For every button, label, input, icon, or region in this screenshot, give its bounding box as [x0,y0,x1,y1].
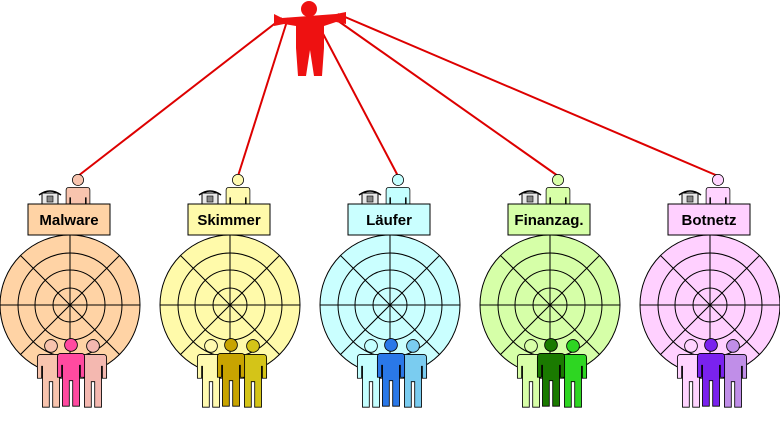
target-icon [479,234,621,376]
telephone-icon [38,190,62,205]
group-label-box [347,203,431,236]
groups: Malware Skimmer Läufer Finanzag. Botnetz [0,173,780,408]
group: Skimmer [159,173,301,408]
group-label-box [667,203,751,236]
group-label-box [507,203,591,236]
group-label: Botnetz [682,212,737,229]
people-icon [36,338,108,408]
people-icon [676,338,748,408]
telephone-icon [518,190,542,205]
group-label: Malware [39,212,98,229]
connection-lines [77,13,719,177]
connection-line [333,17,559,177]
group-label: Läufer [366,212,412,229]
connection-line [237,17,289,177]
group-label-box [27,203,111,236]
people-icon [196,338,268,408]
people-icon [356,338,428,408]
group-label: Finanzag. [514,212,583,229]
connection-line [77,17,283,177]
telephone-icon [198,190,222,205]
group: Finanzag. [479,173,621,408]
top-person-icon [274,1,346,76]
connection-line [319,27,399,177]
people-icon [516,338,588,408]
telephone-icon [678,190,702,205]
telephone-icon [358,190,382,205]
group-label-box [187,203,271,236]
group: Läufer [319,173,461,408]
group-label: Skimmer [197,212,261,229]
group: Malware [0,173,141,408]
connection-line [337,13,719,177]
group: Botnetz [639,173,780,408]
